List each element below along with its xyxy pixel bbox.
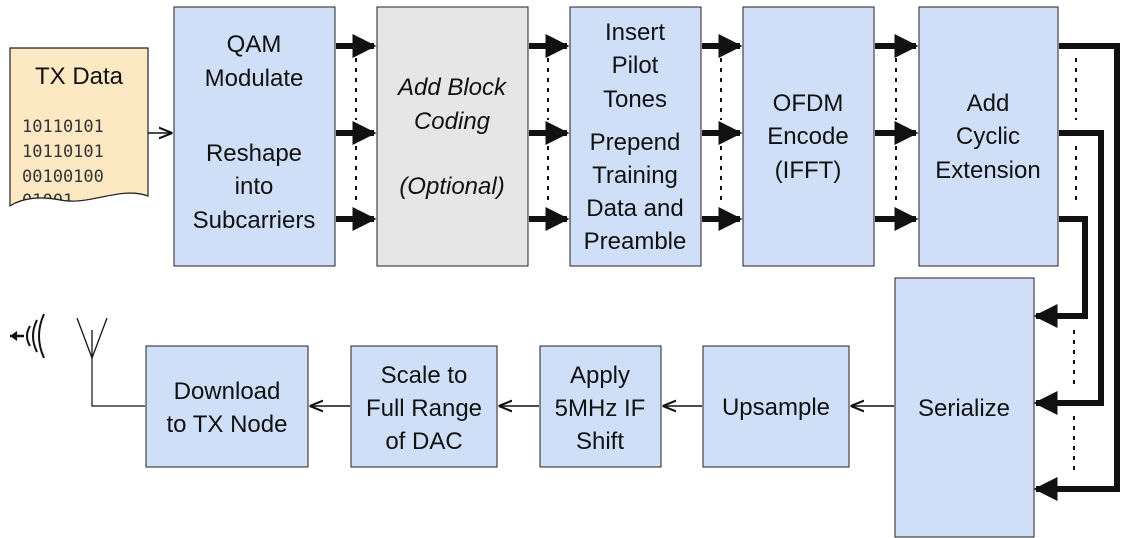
pilot-label-5: Training: [592, 162, 678, 189]
pilot-label-1: Insert: [605, 19, 665, 46]
arrows-cyclic-to-serialize: [1033, 43, 1120, 501]
ifshift-label-2: 5MHz IF: [555, 395, 646, 422]
serialize-label: Serialize: [918, 395, 1010, 422]
qam-modulate-block: QAM Modulate Reshape into Subcarriers: [173, 6, 336, 267]
ifshift-label-1: Apply: [570, 362, 630, 389]
scale-label-1: Scale to: [381, 362, 468, 389]
tx-bits-row-2: 10110101: [22, 142, 104, 162]
tx-data-title: TX Data: [35, 63, 124, 90]
serialize-block: Serialize: [894, 277, 1035, 538]
scale-label-2: Full Range: [366, 395, 482, 422]
radio-waves-icon: [10, 313, 45, 359]
qam-label-3: Reshape: [206, 140, 302, 167]
ofdm-label-3: (IFFT): [775, 157, 842, 184]
qam-label-4: into: [235, 173, 274, 200]
if-shift-block: Apply 5MHz IF Shift: [539, 345, 662, 468]
coding-label-2: Coding: [414, 108, 491, 135]
ifshift-label-3: Shift: [576, 428, 624, 455]
scale-label-3: of DAC: [385, 428, 462, 455]
pilot-label-4: Prepend: [590, 129, 681, 156]
arrows-qam-to-coding: [336, 34, 377, 231]
download-to-antenna-line: [91, 358, 145, 407]
upsample-block: Upsample: [702, 345, 850, 468]
qam-label-5: Subcarriers: [193, 207, 316, 234]
arrows-coding-to-pilot: [529, 34, 570, 231]
coding-label-3: (Optional): [399, 173, 504, 200]
pilot-label-6: Data and: [586, 195, 683, 222]
arrows-ofdm-to-cyclic: [875, 34, 919, 231]
pilot-label-3: Tones: [603, 86, 667, 113]
scale-dac-block: Scale to Full Range of DAC: [350, 345, 498, 468]
pilot-label-2: Pilot: [612, 52, 659, 79]
upsample-label: Upsample: [722, 394, 830, 421]
ofdm-label-2: Encode: [767, 123, 848, 150]
coding-label-1: Add Block: [396, 74, 508, 101]
block-coding-block: Add Block Coding (Optional): [376, 6, 529, 267]
qam-label-2: Modulate: [205, 65, 304, 92]
arrows-pilot-to-ofdm: [702, 34, 743, 231]
cyclic-label-2: Cyclic: [956, 123, 1020, 150]
tx-bits-row-3: 00100100: [22, 167, 104, 187]
ofdm-label-1: OFDM: [773, 90, 844, 117]
ofdm-encode-block: OFDM Encode (IFFT): [742, 6, 875, 267]
cyclic-extension-block: Add Cyclic Extension: [918, 6, 1059, 267]
download-tx-node-block: Download to TX Node: [145, 345, 309, 468]
tx-data-document: TX Data 10110101 10110101 00100100 01001: [9, 47, 149, 215]
tx-bits-row-1: 10110101: [22, 117, 104, 137]
antenna-icon: [76, 317, 108, 359]
pilot-training-block: Insert Pilot Tones Prepend Training Data…: [569, 6, 702, 267]
download-label-2: to TX Node: [167, 411, 288, 438]
cyclic-label-1: Add: [967, 90, 1010, 117]
pilot-label-7: Preamble: [584, 228, 687, 255]
cyclic-label-3: Extension: [935, 157, 1040, 184]
qam-label-1: QAM: [227, 31, 282, 58]
download-label-1: Download: [174, 378, 281, 405]
